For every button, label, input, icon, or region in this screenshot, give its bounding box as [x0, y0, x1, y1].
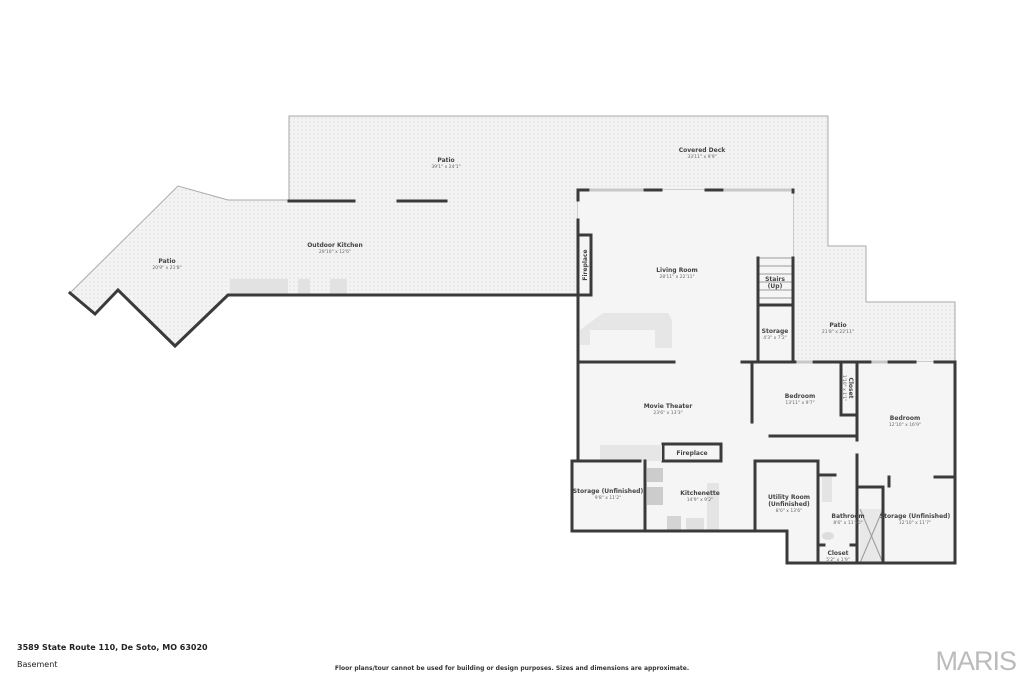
counter: [707, 483, 719, 531]
vanity: [822, 477, 832, 502]
room-label: Bedroom: [785, 393, 815, 400]
maris-logo: MARIS: [935, 646, 1017, 676]
counter: [298, 279, 310, 294]
fireplace: [661, 442, 723, 463]
room-dims: 33'11" x 9'9": [687, 154, 716, 160]
room-dims: 20'9" x 21'8": [152, 265, 181, 271]
room-dims: 1'10" x 1'1": [841, 375, 847, 401]
sink: [686, 518, 704, 530]
fireplace-label: Fireplace: [582, 249, 589, 280]
room-label: Storage (Unfinished): [880, 513, 951, 520]
room-dims: 28'11" x 22'11": [659, 274, 694, 280]
sofa: [580, 313, 672, 348]
room-dims: 12'10" x 16'9": [889, 422, 921, 428]
room-label: Patio: [829, 322, 846, 329]
room-dims: 14'9" x 9'2": [687, 497, 713, 503]
room-label: Movie Theater: [644, 403, 693, 410]
fireplace-label: Fireplace: [676, 450, 707, 457]
room-label: Utility Room: [768, 494, 810, 501]
room-label: Closet: [827, 550, 848, 557]
room-label: Storage (Unfinished): [573, 488, 644, 495]
room-dims: 8'6" x 11'10": [833, 520, 862, 526]
room-label: Outdoor Kitchen: [307, 242, 363, 249]
room-dims: 21'8" x 22'11": [822, 329, 854, 335]
room-dims: 29'10" x 12'6": [319, 249, 351, 255]
room-dims: 5'2" x 1'9": [826, 557, 850, 563]
room-label: Stairs: [765, 276, 785, 283]
room-dims: 13'11" x 9'7": [785, 400, 814, 406]
room-dims: 12'10" x 11'7": [899, 520, 931, 526]
room-dims: 9'8" x 11'2": [595, 495, 621, 501]
fridge: [647, 468, 663, 482]
room-label: Kitchenette: [680, 490, 720, 497]
room-dims: 4'3" x 7'2": [763, 335, 787, 341]
room-dims: 8'0" x 13'6": [776, 508, 802, 514]
room-label: Patio: [158, 258, 175, 265]
room-label: Storage: [762, 328, 789, 335]
toilet: [822, 532, 834, 540]
stove: [647, 487, 663, 505]
sink: [667, 516, 681, 530]
room-label: Patio: [437, 157, 454, 164]
counter: [230, 279, 288, 294]
room-label: Bathroom: [831, 513, 864, 520]
room-label: Covered Deck: [679, 147, 727, 154]
room-dims: 23'6" x 13'3": [653, 410, 682, 416]
interior-floor: [572, 190, 955, 563]
room-label: Bedroom: [890, 415, 920, 422]
shower: [859, 508, 884, 564]
room-label: Living Room: [656, 267, 698, 274]
room-dims: (Up): [768, 283, 783, 290]
room-label-sub: (Unfinished): [768, 501, 810, 508]
floor-name: Basement: [17, 660, 58, 669]
counter: [330, 279, 347, 294]
room-label: Closet: [847, 377, 854, 398]
disclaimer: Floor plans/tour cannot be used for buil…: [334, 665, 690, 672]
sofa: [600, 445, 662, 461]
walls: [67, 188, 957, 565]
outdoor-area: [69, 115, 956, 363]
address: 3589 State Route 110, De Soto, MO 63020: [17, 643, 208, 652]
room-dims: 39'1" x 24'1": [431, 164, 460, 170]
